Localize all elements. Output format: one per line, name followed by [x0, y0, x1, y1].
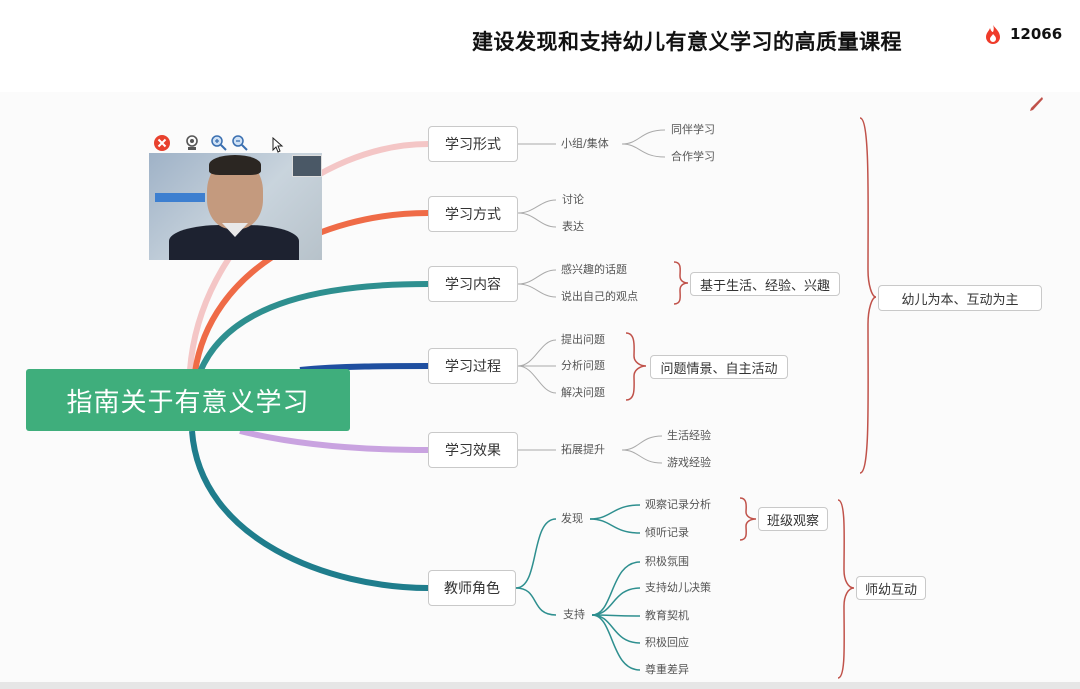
bracket-content [673, 261, 689, 305]
bracket-group [859, 117, 877, 474]
summary-node-discover[interactable]: 班级观察 [758, 507, 828, 531]
branch-node-effect[interactable]: 学习效果 [428, 432, 518, 468]
video-thumbnail[interactable] [292, 155, 322, 177]
leaf-item[interactable]: 观察记录分析 [645, 498, 711, 511]
camera-icon[interactable] [183, 134, 201, 152]
leaf-item[interactable]: 分析问题 [561, 359, 605, 372]
leaf-item[interactable]: 生活经验 [667, 429, 711, 442]
leaf-item[interactable]: 讨论 [562, 193, 584, 206]
zoom-out-icon[interactable] [231, 134, 249, 152]
branch-node-teacher[interactable]: 教师角色 [428, 570, 516, 606]
leaf-item[interactable]: 游戏经验 [667, 456, 711, 469]
leaf-item[interactable]: 教育契机 [645, 609, 689, 622]
connector-branch-3 [197, 281, 429, 374]
bracket-support [837, 499, 855, 679]
leaf-item[interactable]: 积极回应 [645, 636, 689, 649]
mid-node[interactable]: 拓展提升 [561, 443, 605, 456]
leaf-item[interactable]: 提出问题 [561, 333, 605, 346]
branch-node-content[interactable]: 学习内容 [428, 266, 518, 302]
mid-node-discover[interactable]: 发现 [561, 512, 583, 525]
leaf-item[interactable]: 支持幼儿决策 [645, 581, 711, 594]
close-icon[interactable] [153, 134, 171, 152]
leaf-item[interactable]: 积极氛围 [645, 555, 689, 568]
summary-node-group[interactable]: 幼儿为本、互动为主 [878, 285, 1042, 311]
leaf-item[interactable]: 倾听记录 [645, 526, 689, 539]
connector-branch-6 [189, 430, 429, 591]
summary-node-content[interactable]: 基于生活、经验、兴趣 [690, 272, 840, 296]
app-header: 建设发现和支持幼儿有意义学习的高质量课程 12066 [0, 0, 1080, 92]
leaf-item[interactable]: 感兴趣的话题 [561, 263, 627, 276]
leaf-item[interactable]: 尊重差异 [645, 663, 689, 676]
leaf-item[interactable]: 说出自己的观点 [561, 290, 638, 303]
pen-icon[interactable] [1028, 96, 1044, 112]
mid-node-support[interactable]: 支持 [563, 608, 585, 621]
leaf-item[interactable]: 合作学习 [671, 150, 715, 163]
presenter-video[interactable] [149, 153, 322, 260]
branch-node-method[interactable]: 学习方式 [428, 196, 518, 232]
bracket-discover [739, 497, 757, 541]
cursor-icon [272, 137, 284, 153]
summary-node-teacher[interactable]: 师幼互动 [856, 576, 926, 600]
connector-branch-4 [299, 363, 429, 373]
root-node[interactable]: 指南关于有意义学习 [26, 369, 350, 431]
course-title: 建设发现和支持幼儿有意义学习的高质量课程 [472, 30, 902, 54]
viewer-counter: 12066 [984, 24, 1062, 44]
zoom-in-icon[interactable] [210, 134, 228, 152]
leaf-item[interactable]: 表达 [562, 220, 584, 233]
branch-node-form[interactable]: 学习形式 [428, 126, 518, 162]
flame-icon [986, 25, 1000, 44]
bottom-strip [0, 682, 1080, 689]
branch-node-process[interactable]: 学习过程 [428, 348, 518, 384]
bracket-process [625, 332, 647, 401]
summary-node-process[interactable]: 问题情景、自主活动 [650, 355, 788, 379]
connector-branch-5 [239, 428, 429, 453]
leaf-item[interactable]: 解决问题 [561, 386, 605, 399]
leaf-item[interactable]: 同伴学习 [671, 123, 715, 136]
viewer-count: 12066 [1010, 25, 1063, 43]
mid-node[interactable]: 小组/集体 [561, 137, 609, 150]
